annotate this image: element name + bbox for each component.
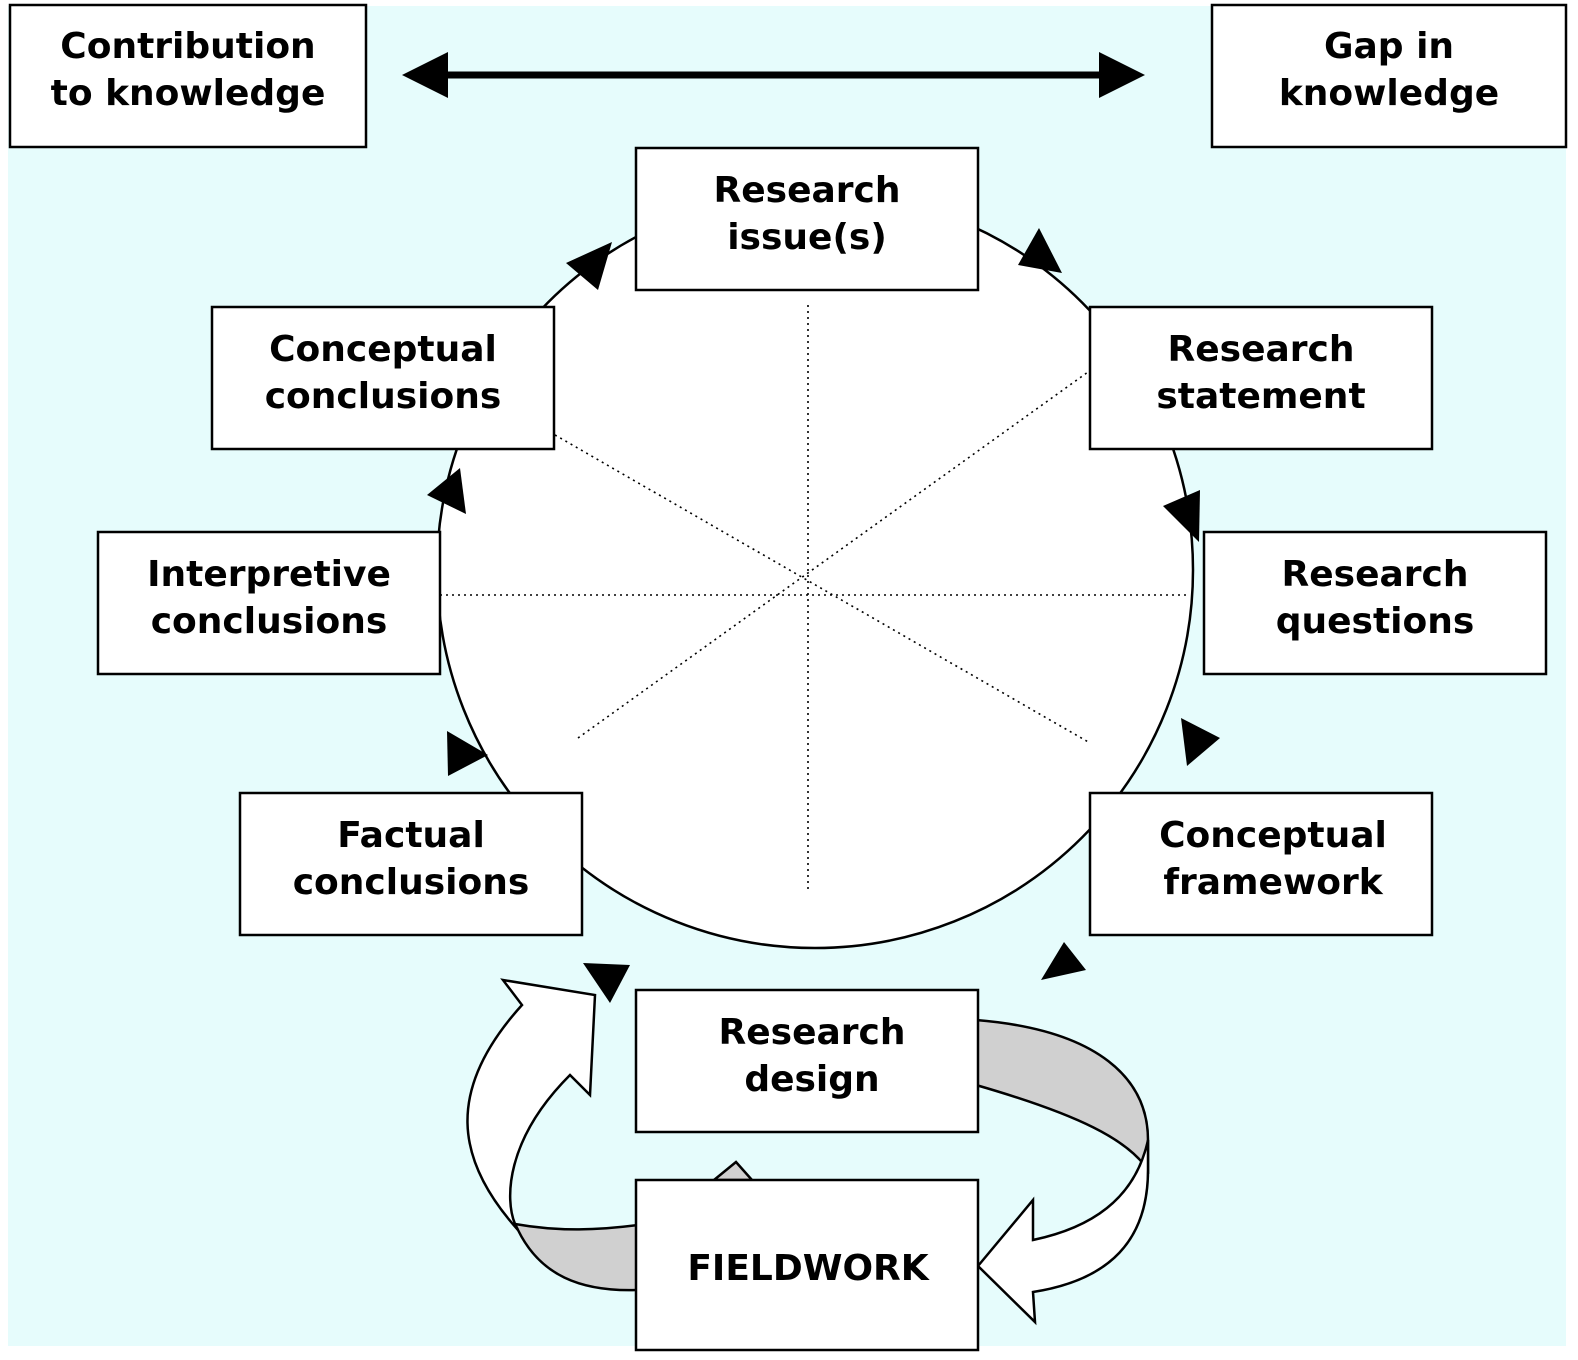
box-label-line2: design	[744, 1059, 879, 1100]
fieldwork-box: FIELDWORK	[634, 1178, 980, 1352]
triangle-arrowhead-icon	[1163, 490, 1200, 542]
box-label-line2: knowledge	[1279, 73, 1499, 114]
research-design-box: Research design	[634, 988, 980, 1134]
box-label-line2: statement	[1156, 376, 1365, 417]
box-label-line2: questions	[1276, 601, 1475, 642]
gap-in-knowledge-box: Gap in knowledge	[1210, 3, 1568, 149]
contribution-to-knowledge-box: Contribution to knowledge	[8, 3, 368, 149]
conceptual-conclusions-box: Conceptual conclusions	[210, 305, 556, 451]
box-label-line1: Interpretive	[147, 554, 391, 595]
box-label-line1: Conceptual	[269, 329, 497, 370]
box-label-line2: framework	[1163, 862, 1383, 903]
conceptual-framework-box: Conceptual framework	[1088, 791, 1434, 937]
box-label-line1: Factual	[337, 815, 485, 856]
box-label-line2: conclusions	[151, 601, 388, 642]
box-label-line2: conclusions	[293, 862, 530, 903]
box-label-line1: Research	[719, 1012, 906, 1053]
curved-block-arrow-icon	[466, 978, 597, 1231]
triangle-arrowhead-icon	[1181, 718, 1220, 766]
box-label-line2: to knowledge	[51, 73, 326, 114]
factual-conclusions-box: Factual conclusions	[238, 791, 584, 937]
research-questions-box: Research questions	[1202, 530, 1548, 676]
spoke-diagonal-up	[577, 371, 1089, 739]
loop-arrow-fieldwork-to-design	[466, 978, 755, 1292]
curved-block-arrow-icon	[976, 1139, 1150, 1326]
loop-arrow-design-to-fieldwork	[974, 1018, 1150, 1326]
double-headed-arrow-icon	[402, 52, 1145, 98]
box-label-line1: Contribution	[60, 26, 315, 67]
box-label-line1: Conceptual	[1159, 815, 1387, 856]
box-label: FIELDWORK	[687, 1248, 929, 1289]
triangle-arrowhead-icon	[447, 731, 488, 776]
triangle-arrowhead-icon	[1018, 228, 1062, 273]
box-label-line2: issue(s)	[727, 217, 887, 258]
box-label-line2: conclusions	[265, 376, 502, 417]
triangle-arrowhead-icon	[427, 468, 466, 514]
triangle-arrowhead-icon	[1041, 942, 1086, 980]
triangle-arrowhead-icon	[583, 963, 630, 1003]
cycle-arrowheads	[427, 228, 1220, 1003]
triangle-arrowhead-icon	[566, 242, 612, 290]
circle-spokes	[440, 305, 1190, 890]
research-issues-box: Research issue(s)	[634, 146, 980, 292]
spoke-diagonal-down	[554, 434, 1091, 744]
box-label-line1: Research	[714, 170, 901, 211]
box-label-line1: Gap in	[1324, 26, 1454, 67]
research-statement-box: Research statement	[1088, 305, 1434, 451]
interpretive-conclusions-box: Interpretive conclusions	[96, 530, 442, 676]
box-label-line1: Research	[1168, 329, 1355, 370]
box-label-line1: Research	[1282, 554, 1469, 595]
